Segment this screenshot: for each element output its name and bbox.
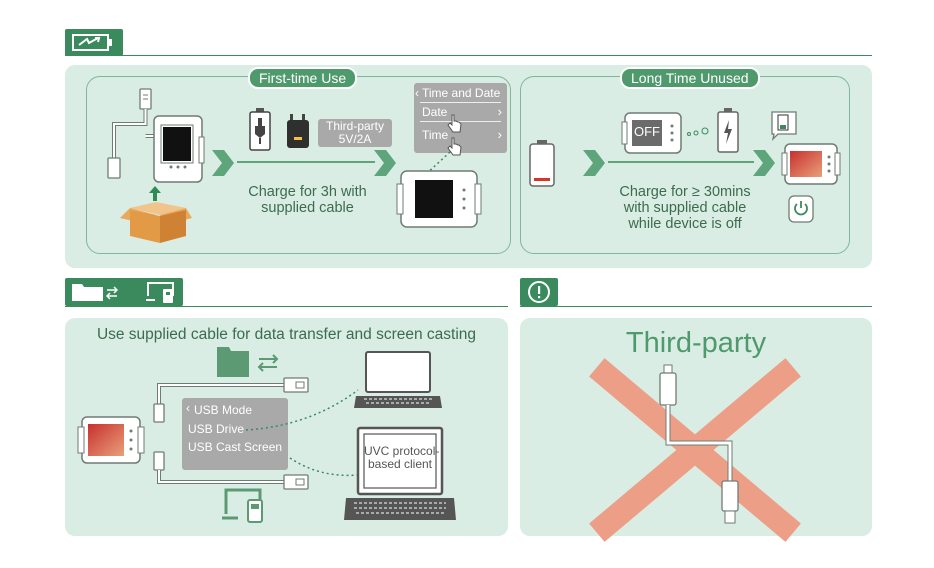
folder-transfer-icon (217, 347, 279, 377)
power-icon (788, 195, 814, 223)
battery-charging-icon (72, 34, 112, 51)
data-transfer-title: Use supplied cable for data transfer and… (96, 326, 477, 343)
warning-panel (520, 318, 872, 536)
warning-section-badge (520, 278, 558, 306)
dotted-link (423, 151, 451, 177)
hand-tap-icon (447, 137, 462, 156)
menu-item-usb-drive[interactable]: USB Drive (188, 422, 245, 436)
menu-item-date[interactable]: Date (422, 105, 448, 119)
dots-icon (687, 127, 709, 136)
up-arrow-icon (149, 186, 161, 201)
chevron-right-icon: › (497, 127, 502, 142)
hand-tap-icon (447, 114, 462, 133)
usb-cable-icon (153, 377, 309, 490)
adapter-icon (287, 114, 309, 148)
time-date-menu: Time and Date ‹ Date › Time › (414, 83, 507, 153)
screen-cast-icon (222, 488, 263, 523)
back-chevron-icon: ‹ (186, 401, 190, 415)
time-date-menu-title: Time and Date (422, 86, 501, 100)
laptop-icon (354, 351, 442, 408)
laptop-icon (344, 426, 456, 520)
data-header-rule (65, 306, 508, 307)
third-party-adapter-text: Third-party 5V/2A (325, 119, 384, 146)
warning-icon (528, 281, 550, 303)
off-label: OFF (634, 124, 660, 139)
battery-bubble-icon (771, 111, 797, 141)
arrow-right-icon (212, 150, 234, 176)
back-chevron-icon: ‹ (415, 86, 419, 100)
battery-charging-icon (717, 108, 739, 153)
usb-cable-icon (659, 364, 739, 524)
first-time-pill: First-time Use (248, 67, 358, 89)
box-icon (120, 202, 192, 243)
plug-icon (249, 108, 271, 151)
top-header-rule (65, 55, 872, 56)
device-icon (77, 416, 145, 464)
arrow-right-icon (374, 150, 396, 176)
charge-line (608, 161, 754, 163)
battery-icon (529, 140, 555, 187)
device-icon (781, 143, 841, 185)
arrow-right-icon (583, 150, 605, 176)
chevron-right-icon: › (497, 104, 502, 119)
dotted-link (245, 389, 359, 477)
third-party-adapter-label (318, 119, 392, 147)
long-unused-pill: Long Time Unused (620, 67, 760, 89)
menu-item-usb-cast-screen[interactable]: USB Cast Screen (188, 440, 283, 454)
charge-line (237, 161, 375, 163)
battery-section-badge (65, 29, 123, 56)
arrow-right-icon (753, 150, 775, 176)
usb-mode-title: USB Mode (194, 403, 253, 417)
first-time-caption: Charge for 3h with supplied cable (248, 184, 367, 216)
device-icon (396, 170, 482, 228)
warning-title: Third-party (625, 327, 767, 359)
device-icon (153, 115, 205, 183)
uvc-client-label: UVC protocol- based client (364, 444, 440, 471)
data-section-badge (65, 278, 183, 306)
warning-header-rule (520, 306, 872, 307)
folder-transfer-icon (72, 284, 119, 301)
usb-mode-menu: ‹ USB Mode USB Drive USB Cast Screen (182, 398, 288, 470)
device-off-icon (621, 112, 682, 154)
screen-cast-icon (146, 282, 174, 303)
menu-item-time[interactable]: Time (422, 128, 449, 142)
cross-icon (589, 358, 801, 542)
long-unused-caption: Charge for ≥ 30mins with supplied cable … (619, 184, 751, 232)
